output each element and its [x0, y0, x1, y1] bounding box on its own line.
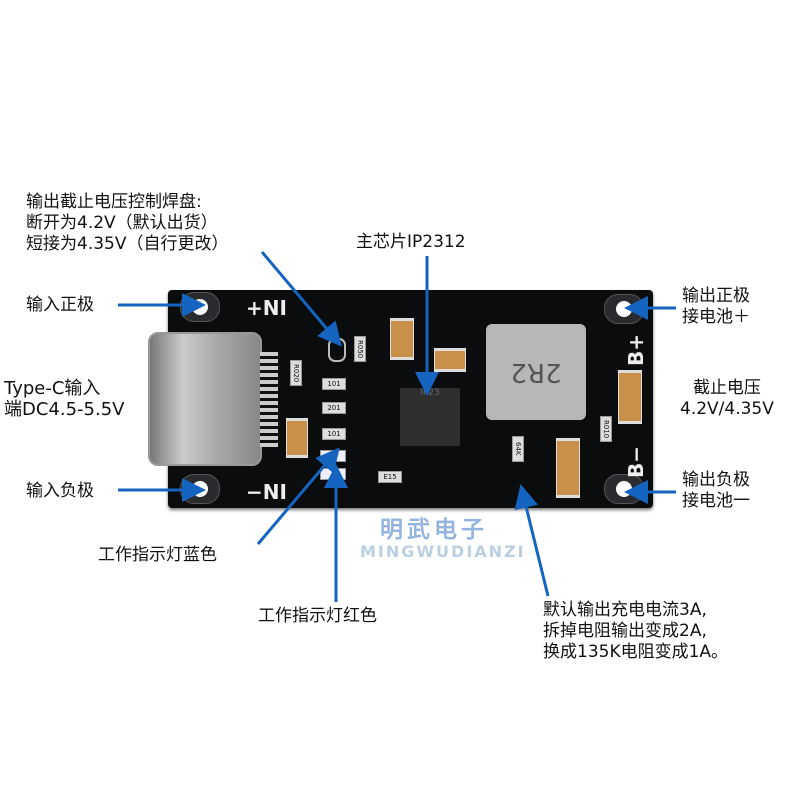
silk-input-negative: −NI — [246, 480, 287, 504]
led-red-label: 工作指示灯红色 — [258, 606, 377, 626]
capacitor — [556, 438, 580, 498]
main-chip-label: 主芯片IP2312 — [356, 232, 466, 252]
cutoff-voltage-label: 截止电压 4.2V/4.35V — [680, 378, 774, 419]
arrow-current-resistor — [514, 484, 550, 597]
typec-pins — [260, 352, 278, 447]
resistor: 64K — [512, 436, 524, 462]
resistor: R020 — [290, 360, 302, 386]
watermark: 明武电子 — [380, 517, 488, 543]
input-positive-label: 输入正极 — [26, 295, 94, 315]
cutoff-pad-label: 输出截止电压控制焊盘: 断开为4.2V（默认出货） 短接为4.35V（自行更改） — [26, 192, 229, 254]
capacitor — [286, 418, 308, 458]
silk-input-positive: +NI — [246, 296, 287, 320]
ip2312-chip: IP23 — [400, 388, 460, 446]
arrow-cutoff-pad — [260, 251, 342, 347]
resistor: 101 — [322, 428, 346, 440]
input-negative-label: 输入负极 — [26, 481, 94, 501]
resistor: 101 — [322, 378, 346, 390]
output-positive-label: 输出正极 接电池＋ — [682, 286, 750, 327]
led-blue-label: 工作指示灯蓝色 — [98, 545, 217, 565]
resistor: 201 — [322, 402, 346, 414]
capacitor — [434, 348, 466, 372]
current-note-label: 默认输出充电电流3A, 拆掉电阻输出变成2A, 换成135K电阻变成1A。 — [543, 600, 729, 662]
resistor: E15 — [378, 471, 402, 483]
typec-input-label: Type-C输入 端DC4.5-5.5V — [4, 378, 125, 420]
resistor: R050 — [354, 336, 366, 362]
watermark-sub: MINGWUDIANZI — [360, 542, 526, 561]
arrow-led-blue — [256, 447, 340, 545]
output-negative-label: 输出负极 接电池一 — [682, 470, 750, 511]
capacitor — [618, 370, 642, 424]
resistor: R010 — [600, 416, 612, 442]
capacitor — [390, 318, 414, 360]
